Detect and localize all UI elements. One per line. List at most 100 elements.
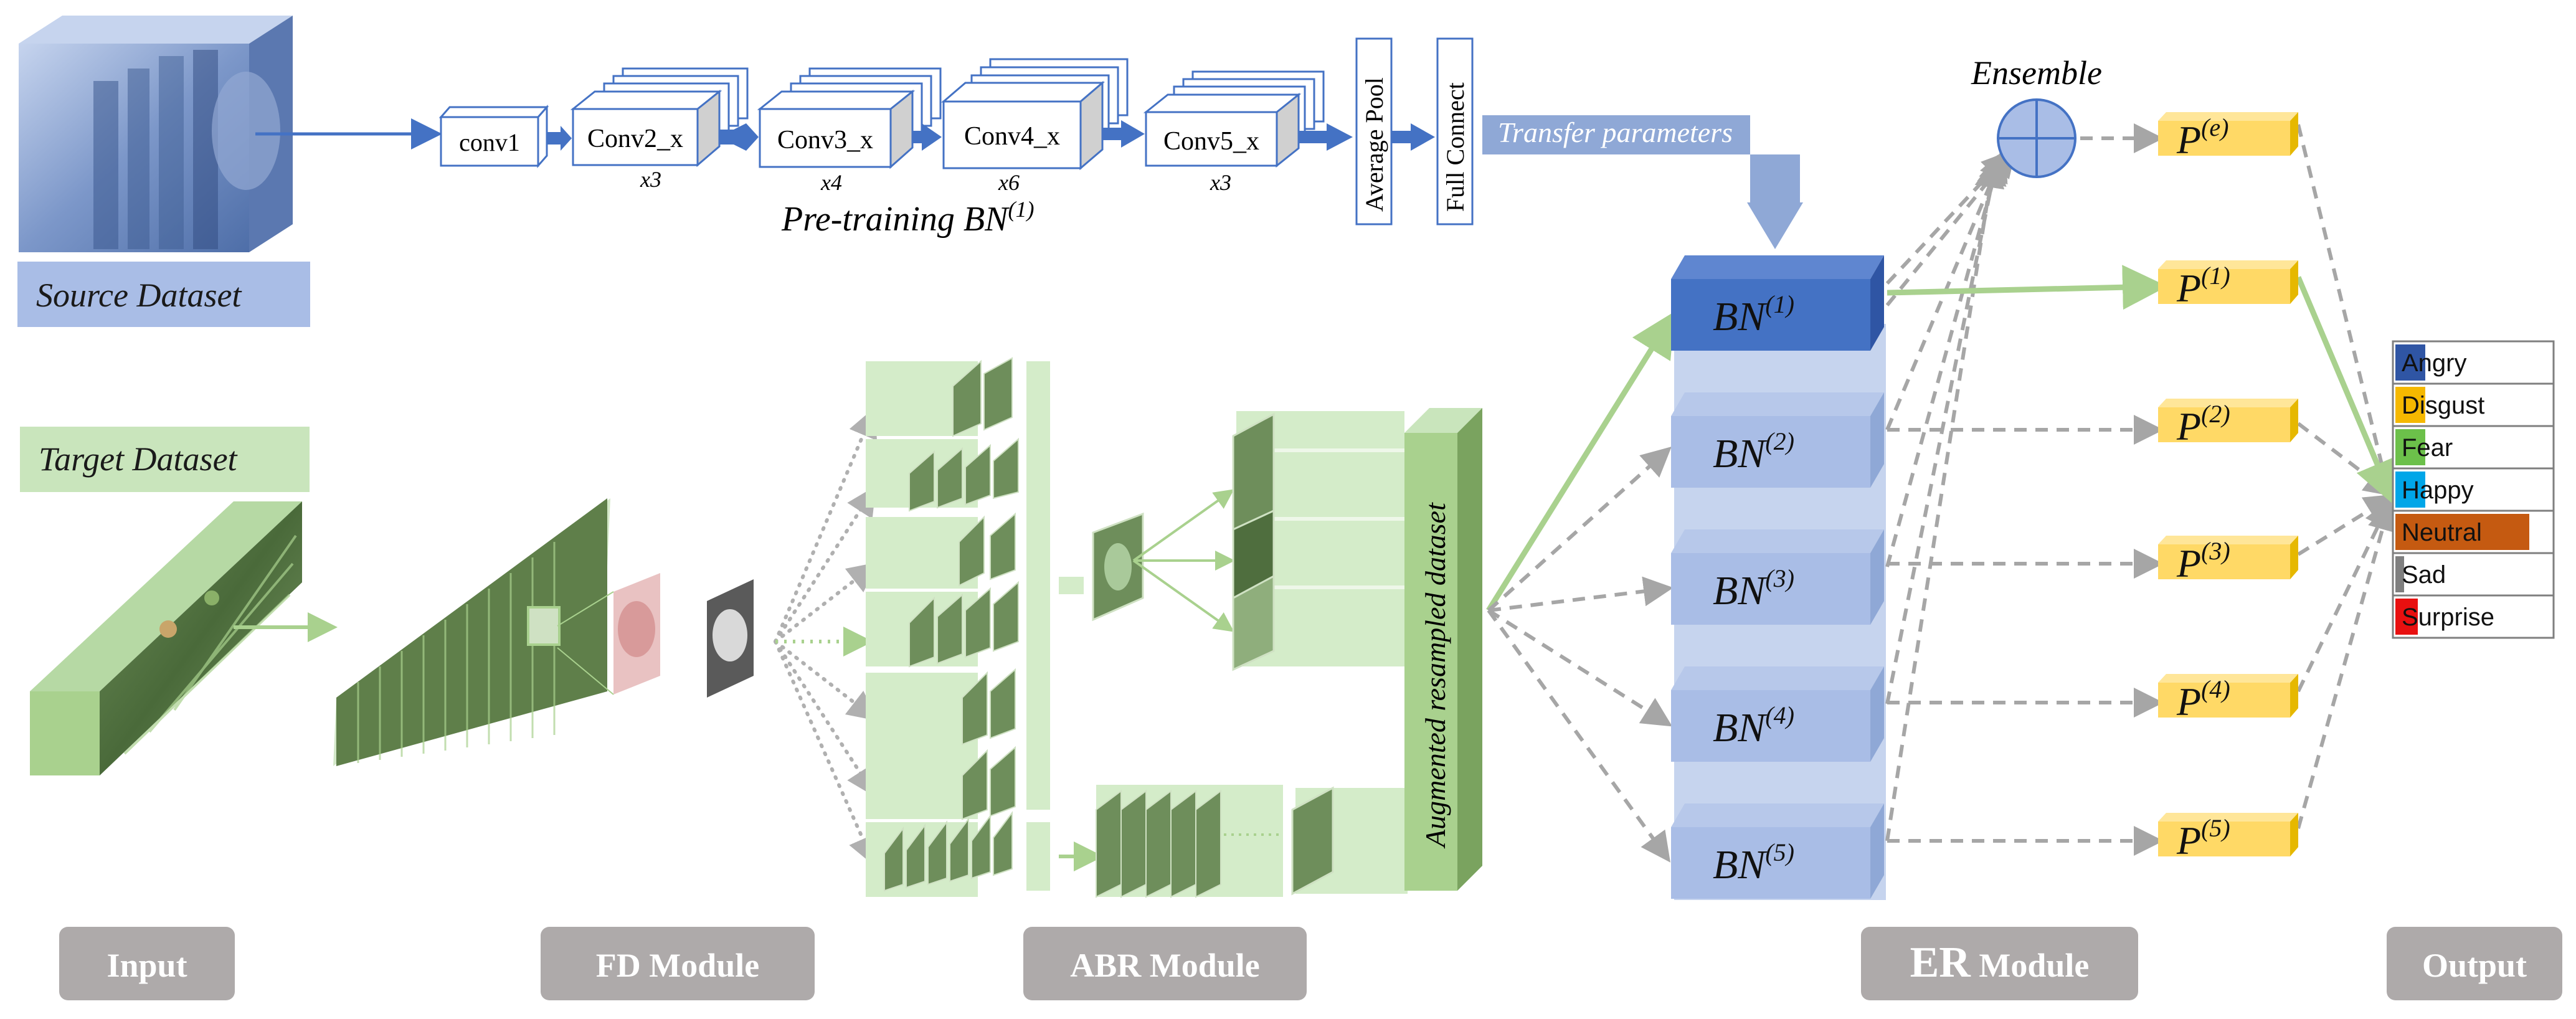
bn-block-base: BN <box>1713 842 1768 888</box>
module-box <box>541 927 815 1000</box>
layer-conv3: Conv3_x x4 <box>757 67 942 195</box>
face-crop-color <box>613 573 660 694</box>
prediction-block-2: P(2) <box>2158 399 2298 448</box>
average-pool-label: Average Pool <box>1360 77 1388 212</box>
prediction-block-top <box>2158 536 2298 544</box>
legend-label: Sad <box>2402 561 2446 589</box>
prediction-label: P(5) <box>2176 814 2230 863</box>
layer-conv1: conv1 <box>438 105 549 168</box>
bn-block-top <box>1671 666 1884 690</box>
prediction-block-side <box>2290 260 2298 304</box>
bn-block-1: BN(1) <box>1671 255 1884 351</box>
legend-swatch <box>2395 472 2425 508</box>
bn-block-top <box>1671 803 1884 827</box>
prediction-block-face <box>2158 121 2290 156</box>
prediction-label: P(3) <box>2176 537 2230 585</box>
layer-conv4-label: Conv4_x <box>964 122 1060 151</box>
prediction-block-side <box>2290 813 2298 856</box>
module-fd-module: FD Module <box>541 927 815 1000</box>
abr-resample <box>1092 411 1408 898</box>
prediction-block-top <box>2158 674 2298 683</box>
module-box <box>2387 927 2562 1000</box>
legend-cell <box>2392 552 2555 597</box>
augmented-dataset-bar: Augmented resampled dataset <box>1404 408 1482 891</box>
bn-block-label: BN(3) <box>1713 564 1794 614</box>
backbone-arrows <box>547 120 1435 151</box>
prediction-block-side <box>2290 674 2298 718</box>
prediction-block-face <box>2158 683 2290 718</box>
prediction-base: P <box>2176 680 2201 724</box>
legend-label: Happy <box>2402 476 2474 504</box>
bn-block-side <box>1870 255 1884 351</box>
layer-conv2-label: Conv2_x <box>587 125 683 153</box>
layer-conv5-repeat: x3 <box>1210 170 1231 195</box>
prediction-sup: (4) <box>2201 675 2230 703</box>
prediction-base: P <box>2176 541 2201 585</box>
ensemble-label: Ensemble <box>1971 54 2102 92</box>
bn-block-label: BN(4) <box>1713 701 1794 751</box>
prediction-base: P <box>2176 118 2201 162</box>
module-box <box>59 927 235 1000</box>
module-er-module: ER Module <box>1861 927 2138 1000</box>
module-output: Output <box>2387 927 2562 1000</box>
layer-conv5: Conv5_x x3 <box>1143 70 1325 195</box>
prediction-block-face <box>2158 544 2290 579</box>
source-dataset-stack <box>19 16 293 252</box>
prediction-block-side <box>2290 112 2298 156</box>
prediction-block-top <box>2158 813 2298 822</box>
module-label: ABR Module <box>1070 947 1260 984</box>
prediction-block-top <box>2158 399 2298 407</box>
module-label: Output <box>2422 947 2527 984</box>
prediction-sup: (3) <box>2201 537 2230 565</box>
legend-swatch <box>2395 599 2418 635</box>
prediction-block-side <box>2290 399 2298 442</box>
legend-label: Fear <box>2402 434 2453 462</box>
layer-conv4: Conv4_x x6 <box>940 58 1129 195</box>
prediction-block-3: P(3) <box>2158 536 2298 585</box>
bn-block-base: BN <box>1713 568 1768 614</box>
module-box <box>1861 927 2138 1000</box>
prediction-block-face <box>2158 269 2290 304</box>
module-labels: Input FD Module ABR Module ER Module Output <box>59 927 2562 1000</box>
full-connect-box <box>1436 37 1474 225</box>
layer-conv4-repeat: x6 <box>998 170 1020 195</box>
prediction-block-e: P(e) <box>2158 112 2298 162</box>
bn-block-label: BN(2) <box>1713 427 1794 476</box>
prediction-block-top <box>2158 112 2298 121</box>
ensemble-node: Ensemble <box>1971 54 2102 178</box>
bn-block-sup: (4) <box>1765 701 1794 729</box>
bn-block-side <box>1870 666 1884 762</box>
legend-row-sad: Sad <box>2392 552 2555 597</box>
prediction-label: P(4) <box>2176 675 2230 724</box>
bn-block-sup: (1) <box>1765 290 1794 318</box>
transfer-parameters-label: Transfer parameters <box>1498 116 1733 148</box>
legend-row-surprise: Surprise <box>2392 594 2555 639</box>
prediction-sup: (2) <box>2201 400 2230 428</box>
layer-conv1-label: conv1 <box>459 128 520 156</box>
bn-column: BN(1)BN(2)BN(3)BN(4)BN(5) <box>1671 255 1886 900</box>
module-box <box>1023 927 1307 1000</box>
bn-block-face <box>1671 827 1870 899</box>
layer-conv5-label: Conv5_x <box>1163 127 1259 156</box>
transfer-parameters-arrow: Transfer parameters <box>1482 115 1803 249</box>
legend-row-happy: Happy <box>2392 467 2555 512</box>
prediction-block-5: P(5) <box>2158 813 2298 863</box>
legend-row-angry: Angry <box>2392 340 2555 385</box>
legend-swatch <box>2395 429 2425 465</box>
module-label: Input <box>107 947 187 984</box>
bn-block-sup: (5) <box>1765 838 1794 866</box>
bn-block-sup: (3) <box>1765 564 1794 592</box>
prediction-label: P(2) <box>2176 400 2230 448</box>
prediction-block-face <box>2158 407 2290 442</box>
target-dataset-stack <box>30 501 302 775</box>
bn-block-base: BN <box>1713 294 1768 339</box>
prediction-block-face <box>2158 822 2290 856</box>
source-dataset-label: Source Dataset <box>36 277 242 314</box>
bn-block-base: BN <box>1713 705 1768 751</box>
prediction-sup: (e) <box>2201 113 2228 141</box>
augmented-dataset-label: Augmented resampled dataset <box>1419 502 1451 849</box>
bn-block-top <box>1671 255 1884 279</box>
layer-conv3-label: Conv3_x <box>777 126 873 154</box>
